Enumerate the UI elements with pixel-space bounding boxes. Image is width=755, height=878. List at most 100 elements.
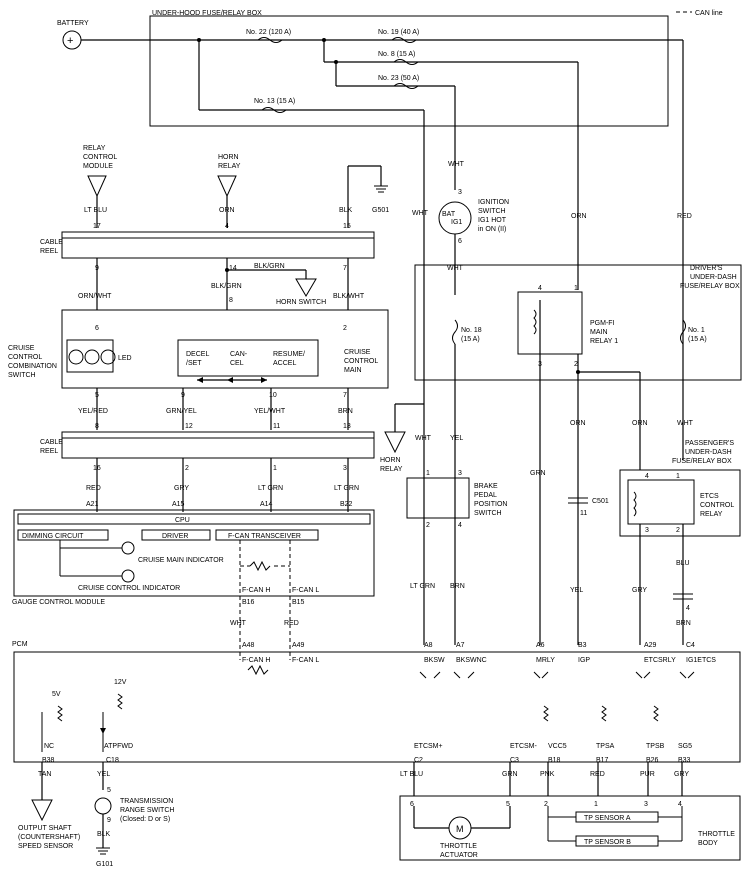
passengers-fuse-box — [619, 469, 741, 537]
combo-resume-1: RESUME/ — [273, 351, 305, 358]
pass-box-3: FUSE/RELAY BOX — [672, 458, 732, 465]
speed-sensor-3: SPEED SENSOR — [18, 843, 73, 850]
pcm-sig-etcsm-minus: ETCSM- — [510, 743, 538, 750]
rcm-label-2: CONTROL — [83, 154, 117, 161]
fuse-1-b: (15 A) — [688, 336, 707, 343]
gcm-label: GAUGE CONTROL MODULE — [12, 599, 105, 606]
led-1 — [68, 349, 84, 365]
reel1-pin-1: 17 — [93, 223, 101, 230]
pcm-wire-ltblu: LT BLU — [400, 771, 423, 778]
combo-main-1: CRUISE — [344, 349, 371, 356]
ign-label-4: in ON (II) — [478, 226, 506, 233]
gcm-pin-h: B16 — [242, 599, 255, 606]
pcm-pin-c4: C4 — [686, 642, 695, 649]
brake-wire-in-2: YEL — [450, 435, 463, 442]
pcm-pin-b33: B33 — [678, 757, 691, 764]
transmission-range-switch — [94, 797, 112, 815]
tp-sensor-a: TP SENSOR A — [584, 815, 631, 822]
combo-wire-3: YEL/WHT — [254, 408, 286, 415]
reel2-pin-2: 12 — [185, 423, 193, 430]
combo-cancel-1: CAN- — [230, 351, 248, 358]
pcm-pin-a48: A48 — [242, 642, 255, 649]
reel2-wire-4: LT GRN — [334, 485, 359, 492]
trs-label-1: TRANSMISSION — [120, 798, 173, 805]
wire-orn-pass: ORN — [632, 420, 648, 427]
horn-relay-mid-1: HORN — [380, 457, 401, 464]
c501-name: C501 — [592, 498, 609, 505]
combo-resume-2: ACCEL — [273, 360, 296, 367]
reel1-out-1: ORN/WHT — [78, 293, 112, 300]
etcs-control-relay — [627, 479, 695, 525]
wire-grn: GRN — [530, 470, 546, 477]
pcm-pin-b38: B38 — [42, 757, 55, 764]
wire-brn: BRN — [676, 620, 691, 627]
cable-reel-2-b: REEL — [40, 448, 58, 455]
reel2-pin-3: 11 — [273, 423, 280, 430]
svg-text:+: + — [67, 35, 73, 47]
horn-switch-wire: BLK/GRN — [254, 263, 285, 270]
gauge-control-module — [13, 509, 375, 597]
combo-wire-1: YEL/RED — [78, 408, 108, 415]
pcm-pin-a29: A29 — [644, 642, 657, 649]
gcm-can-l: F-CAN L — [292, 587, 319, 594]
actuator-label-1: THROTTLE — [440, 843, 477, 850]
combo-cancel-2: CEL — [230, 360, 244, 367]
pcm-sig-ig1etcs: IG1ETCS — [686, 657, 716, 664]
ign-label-1: IGNITION — [478, 199, 509, 206]
pcm-pin-c2: C2 — [414, 757, 423, 764]
combo-decel-2: /SET — [186, 360, 202, 367]
ign-pin-top: 3 — [458, 189, 462, 196]
pcm-5v: 5V — [52, 691, 61, 698]
brake-pin-2: 2 — [426, 522, 430, 529]
combo-label-2: CONTROL — [8, 354, 42, 361]
tb-pin-3: 3 — [644, 801, 648, 808]
horn-relay-top-1: HORN — [218, 154, 239, 161]
gcm-pin-4: B22 — [340, 501, 353, 508]
trs-label-3: (Closed: D or S) — [120, 816, 170, 823]
can-line-legend: CAN line — [695, 10, 723, 17]
brake-wire-in-1: WHT — [415, 435, 432, 442]
tb-pin-6: 6 — [410, 801, 414, 808]
combo-pin-2: 8 — [229, 297, 233, 304]
pgm-relay-2: MAIN — [590, 329, 608, 336]
ign-pin-bottom: 6 — [458, 238, 462, 245]
tb-pin-5: 5 — [506, 801, 510, 808]
fuse-22-label: No. 22 (120 A) — [246, 29, 291, 36]
pcm-sig-atpfwd: ATPFWD — [104, 743, 133, 750]
pcm-12v: 12V — [114, 679, 127, 686]
etcs-pin-1: 1 — [676, 473, 680, 480]
etcs-relay-1: ETCS — [700, 493, 719, 500]
pcm-sig-etcsrly: ETCSRLY — [644, 657, 676, 664]
fuse-18-a: No. 18 — [461, 327, 482, 334]
actuator-label-2: ACTUATOR — [440, 852, 478, 859]
pcm-box — [13, 651, 741, 763]
wire-wht-pass: WHT — [677, 420, 694, 427]
pcm-pin-a7: A7 — [456, 642, 465, 649]
ign-wire-out: WHT — [447, 265, 464, 272]
cruise-main-indicator — [121, 541, 135, 555]
combo-bpin-4: 7 — [343, 392, 347, 399]
fuse-8-label: No. 8 (15 A) — [378, 51, 415, 58]
fuse-19-label: No. 19 (40 A) — [378, 29, 419, 36]
under-hood-fuse-box — [149, 15, 669, 127]
combo-main-3: MAIN — [344, 367, 362, 374]
trs-label-2: RANGE SWITCH — [120, 807, 174, 814]
ign-ig1: IG1 — [451, 219, 462, 226]
gcm-fcan: F-CAN TRANSCEIVER — [228, 533, 301, 540]
rcm-label-3: MODULE — [83, 163, 113, 170]
trs-ground: G101 — [96, 861, 113, 868]
combo-label-3: COMBINATION — [8, 363, 57, 370]
reel2-bpin-2: 2 — [185, 465, 189, 472]
wire-wht-left: WHT — [412, 210, 429, 217]
brake-label-1: BRAKE — [474, 483, 498, 490]
brake-pin-3: 3 — [458, 470, 462, 477]
reel2-pin-4: 13 — [343, 423, 351, 430]
pcm-sig-fcanh: F-CAN H — [242, 657, 270, 664]
pcm-sig-nc: NC — [44, 743, 54, 750]
combo-label-1: CRUISE — [8, 345, 35, 352]
reel1-pin-3: 15 — [343, 223, 351, 230]
combo-label-4: SWITCH — [8, 372, 36, 379]
horn-switch-label: HORN SWITCH — [276, 299, 326, 306]
cable-reel-1-a: CABLE — [40, 239, 63, 246]
